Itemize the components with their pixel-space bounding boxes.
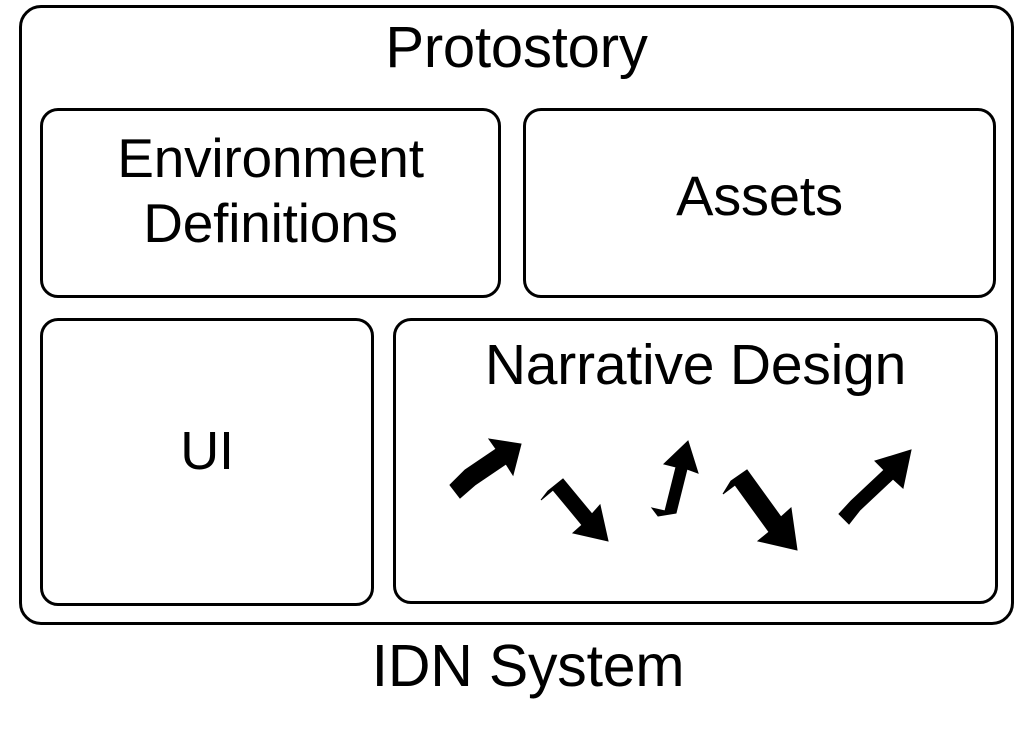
box-label-assets: Assets [676,164,843,227]
box-label-environment-definitions: Environment Definitions [117,127,424,254]
box-environment-definitions [40,108,501,298]
box-label-narrative-design: Narrative Design [484,333,907,397]
box-ui [40,318,374,606]
box-assets [523,108,996,298]
diagram-caption: IDN System [371,633,685,699]
page-title: Protostory [385,15,648,80]
box-label-ui: UI [180,421,234,481]
